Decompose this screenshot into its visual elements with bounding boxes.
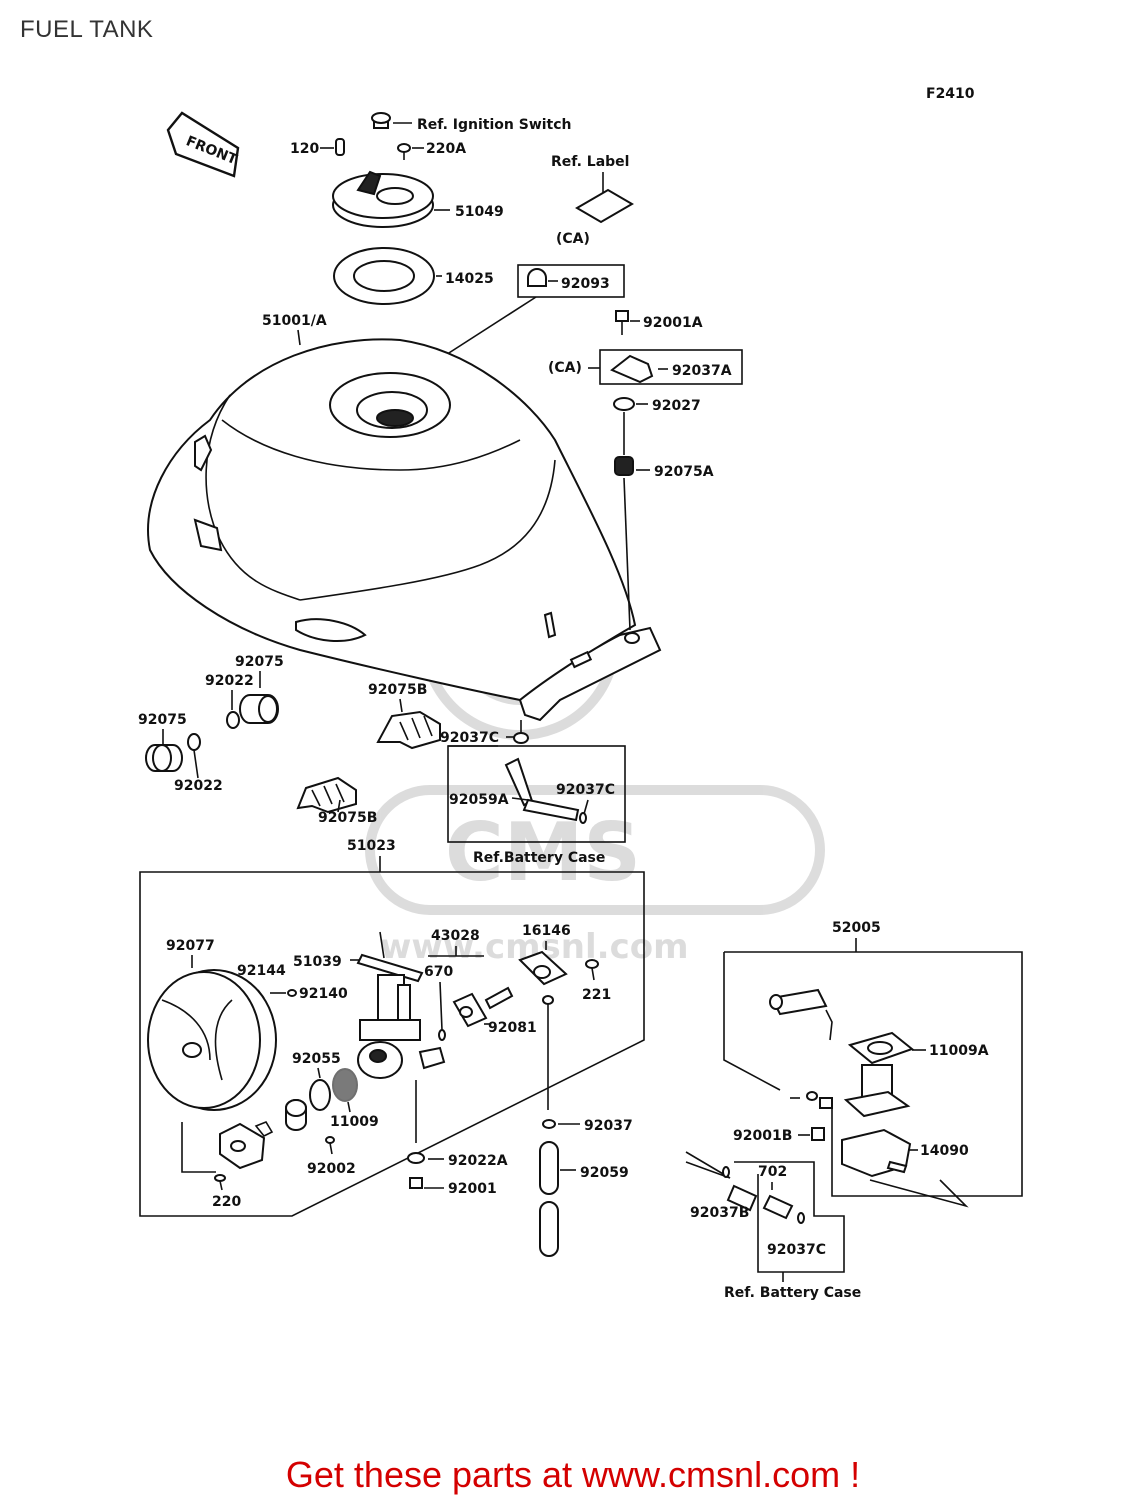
label-16146: 16146	[522, 923, 571, 939]
label-92075b-bot: 92075B	[318, 810, 377, 826]
fuel-pump-group-52005: 52005 11009A 92001B 14090	[723, 920, 1023, 1208]
fuel-cap-51049: 51049	[332, 170, 504, 228]
ref-label-text: Ref. Label	[551, 154, 629, 170]
front-label: FRONT	[184, 133, 240, 168]
damper-group-lower: 92075 92022	[138, 712, 223, 794]
label-11009a: 11009A	[929, 1043, 989, 1059]
gasket-14025: 14025	[333, 247, 494, 305]
ref-battery-case-top: Ref.Battery Case	[473, 850, 605, 866]
fuel-cock-group-51023: 51023 92077 92144 92140 51039 43028 6	[139, 838, 645, 1217]
ca-mid-label: (CA)	[548, 360, 582, 376]
damper-92075b-upper: 92075B	[368, 682, 441, 750]
ref-ignition-switch-label: Ref. Ignition Switch	[417, 117, 572, 133]
ca-box-92037a: (CA) 92037A	[548, 349, 743, 385]
label-92059: 92059	[580, 1165, 629, 1181]
fuel-tank-51001a	[147, 338, 662, 722]
label-92001: 92001	[448, 1181, 497, 1197]
label-92144: 92144	[237, 963, 286, 979]
label-92037b: 92037B	[690, 1205, 749, 1221]
label-220a: 220A	[426, 141, 466, 157]
label-92001a: 92001A	[643, 315, 703, 331]
label-51049: 51049	[455, 204, 504, 220]
washer-92027: 92027	[613, 397, 701, 455]
hose-92059: 92037 92059	[539, 1118, 633, 1257]
damper-group-upper: 92075 92022	[205, 654, 284, 729]
label-92037c-box: 92037C	[556, 782, 615, 798]
label-92002: 92002	[307, 1161, 356, 1177]
label-92075b-top: 92075B	[368, 682, 427, 698]
label-92001b: 92001B	[733, 1128, 792, 1144]
tank-label: 51001/A	[262, 313, 327, 346]
label-92093: 92093	[561, 276, 610, 292]
label-92022-a: 92022	[205, 673, 254, 689]
label-92022a: 92022A	[448, 1153, 508, 1169]
label-43028: 43028	[431, 928, 480, 944]
battery-case-ref-top: 92037C 92059A 92037C Ref.Battery Case	[440, 720, 626, 866]
ignition-switch-ref: Ref. Ignition Switch	[371, 112, 572, 133]
label-51001a: 51001/A	[262, 313, 327, 329]
label-92075-b: 92075	[138, 712, 187, 728]
front-arrow: FRONT	[166, 111, 240, 178]
page-title: FUEL TANK	[20, 16, 154, 43]
label-52005: 52005	[832, 920, 881, 936]
label-11009: 11009	[330, 1114, 379, 1130]
footer-cta-link[interactable]: Get these parts at www.cmsnl.com !	[0, 1454, 1146, 1496]
ref-battery-case-bottom: Ref. Battery Case	[724, 1285, 861, 1301]
label-92037a: 92037A	[672, 363, 732, 379]
label-92081: 92081	[488, 1020, 537, 1036]
ca-top-label: (CA)	[556, 231, 590, 247]
label-92037: 92037	[584, 1118, 633, 1134]
damper-92075b-lower: 92075B	[296, 776, 377, 826]
label-92075-a: 92075	[235, 654, 284, 670]
label-120: 120	[290, 141, 319, 157]
label-92140: 92140	[299, 986, 348, 1002]
cmsnl-link[interactable]: Get these parts at www.cmsnl.com !	[285, 1454, 861, 1495]
bolt-92001a: 92001A	[615, 310, 703, 335]
damper-92075a: 92075A	[614, 456, 714, 631]
label-702: 702	[758, 1164, 787, 1180]
battery-case-ref-bottom: 702 92037B 92037C Ref. Battery Case	[685, 1151, 861, 1301]
watermark-brand: CMS	[445, 806, 641, 899]
label-92037c-bot: 92037C	[767, 1242, 826, 1258]
label-92059a: 92059A	[449, 792, 509, 808]
label-221: 221	[582, 987, 611, 1003]
ref-label: Ref. Label	[551, 154, 634, 224]
label-51039: 51039	[293, 954, 342, 970]
bolt-120: 120	[290, 138, 345, 157]
figure-code: F2410	[926, 86, 975, 102]
label-92077: 92077	[166, 938, 215, 954]
label-92037c-top: 92037C	[440, 730, 499, 746]
label-220: 220	[212, 1194, 241, 1210]
label-14025: 14025	[445, 271, 494, 287]
label-92027: 92027	[652, 398, 701, 414]
label-92075a: 92075A	[654, 464, 714, 480]
screw-220a: 220A	[397, 141, 466, 160]
label-92022-b: 92022	[174, 778, 223, 794]
label-51023: 51023	[347, 838, 396, 854]
label-14090: 14090	[920, 1143, 969, 1159]
label-92055: 92055	[292, 1051, 341, 1067]
label-670: 670	[424, 964, 453, 980]
